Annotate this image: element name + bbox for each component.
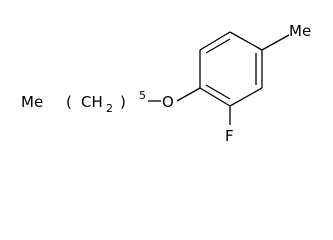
chain-subscript-five: 5 <box>139 89 146 102</box>
ether-bond-ring <box>176 87 201 102</box>
chain-close-paren: ) <box>120 93 126 111</box>
chain-subscript-two: 2 <box>106 102 113 115</box>
chain-methyl-label: Me <box>21 93 43 111</box>
oxygen-label: O <box>162 93 174 111</box>
ring-bond-top-right <box>229 31 263 51</box>
chain-open-paren: ( <box>66 93 72 111</box>
fluorine-label: F <box>225 127 234 145</box>
methyl-bond <box>261 34 290 51</box>
ring-double-bond-top <box>205 38 231 54</box>
ring-bond-bottom-left <box>199 87 231 107</box>
chain-ch-label: CH <box>81 93 103 111</box>
benzene-ring <box>199 31 263 107</box>
structural-formula-diagram: Me O F Me ( CH 2 ) 5 <box>21 22 311 145</box>
hexyl-chain-label: Me ( CH 2 ) 5 <box>21 89 146 115</box>
ring-bond-top-left <box>199 31 231 51</box>
ring-bond-bottom-right <box>229 87 263 107</box>
methyl-label: Me <box>289 22 311 40</box>
ring-double-bond-bottom <box>205 84 231 100</box>
